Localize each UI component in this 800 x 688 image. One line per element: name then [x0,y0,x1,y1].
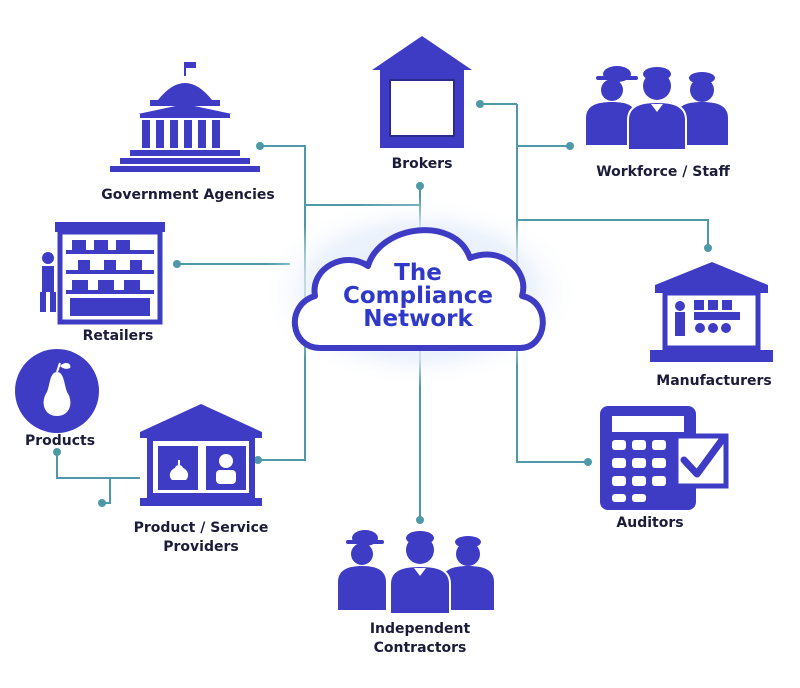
label-manufacturers: Manufacturers [656,373,772,389]
connector-manufacturers [517,219,709,248]
label-auditors: Auditors [616,515,684,531]
cloud-title-line1: The [394,260,442,286]
capitol-building-icon [110,62,260,172]
storefront-icon [40,222,165,325]
pear-circle-icon [15,349,99,433]
broker-building-icon [372,36,472,148]
label-products: Products [24,433,96,449]
label-brokers: Brokers [391,156,453,172]
connector-dots [53,100,712,524]
calculator-checkmark-icon [600,406,729,510]
cloud-title-line3: Network [363,306,473,332]
label-government-agencies: Government Agencies [101,187,275,203]
cloud-icon [260,197,580,387]
label-providers-line1: Product / Service [133,520,269,536]
connector-auditors [516,440,588,463]
cloud-title: The Compliance Network [318,262,518,331]
people-group-icon [586,66,728,151]
connector-products [56,452,111,504]
cloud-title-line2: Compliance [342,283,493,309]
label-independent-contractors: Independent Contractors [340,620,500,658]
service-building-icon [140,404,262,506]
label-contractors-line1: Independent [369,621,471,637]
factory-building-icon [650,262,773,362]
label-retailers: Retailers [82,328,154,344]
people-group-icon [338,530,494,615]
label-providers-line2: Providers [163,539,239,555]
label-workforce-staff: Workforce / Staff [596,164,730,180]
label-product-service-providers: Product / Service Providers [108,519,294,557]
label-contractors-line2: Contractors [373,640,467,656]
